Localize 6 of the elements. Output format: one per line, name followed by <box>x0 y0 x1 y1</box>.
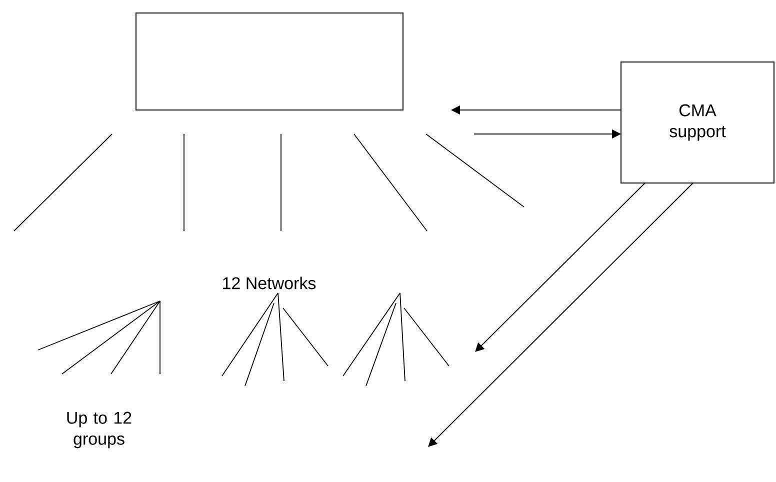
process-box <box>136 12 404 110</box>
text-label: 12 Networks <box>223 276 316 290</box>
arrow <box>475 182 646 352</box>
process-box: CMA support <box>620 62 774 184</box>
text-label: Up to 12 groups <box>67 412 132 448</box>
arrow <box>428 182 694 447</box>
